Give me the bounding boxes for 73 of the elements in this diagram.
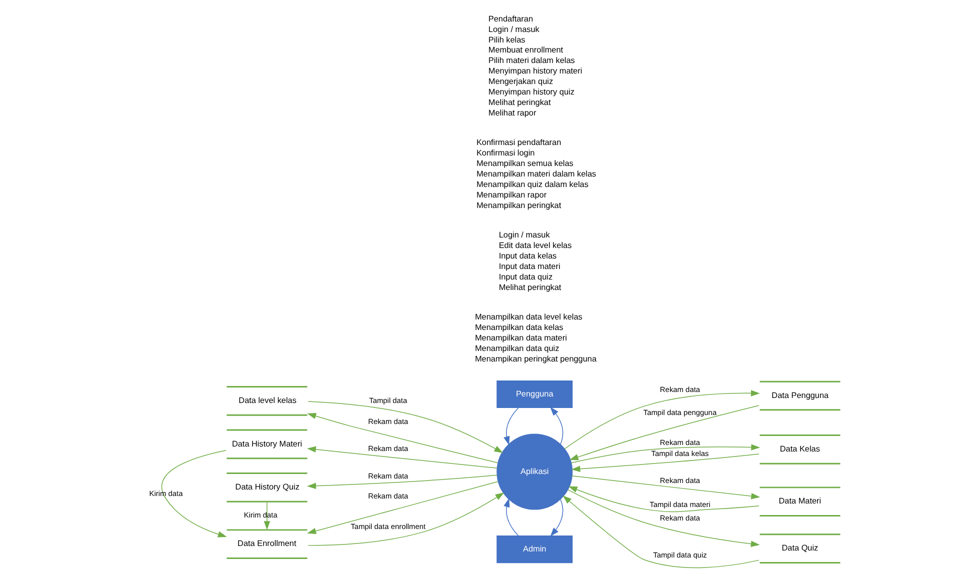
node-text: Data History Materi xyxy=(231,439,302,448)
arrow xyxy=(571,476,760,500)
edge-label: Tampil data materi xyxy=(649,500,710,509)
edge-label: Rekam data xyxy=(659,513,700,522)
arrow xyxy=(306,474,497,489)
arrow xyxy=(568,486,759,512)
arrow xyxy=(263,502,270,530)
arrow xyxy=(564,390,760,450)
edge-label: Tampil data kelas xyxy=(650,449,708,458)
label: Menampilkan quiz dalam kelas xyxy=(476,180,588,189)
label: Menampilkan rapor xyxy=(476,190,546,200)
label: Membuat enrollment xyxy=(488,46,563,55)
label: Melihat peringkat xyxy=(488,98,550,107)
edge-label: Rekam data xyxy=(368,444,408,453)
label: Input data kelas xyxy=(498,251,556,260)
edge-label: Rekam data xyxy=(659,438,700,447)
arrow xyxy=(562,495,759,568)
arrow xyxy=(306,446,498,468)
arrow xyxy=(503,407,518,446)
label: Menampikan peringkat pengguna xyxy=(474,354,596,364)
node-text: Data Enrollment xyxy=(237,539,296,548)
arrow xyxy=(306,481,498,534)
edge-label: Tampil data enrollment xyxy=(350,522,426,532)
node-text: Data Kelas xyxy=(779,444,820,454)
node-text: Data Quiz xyxy=(781,544,818,553)
edge-label: Rekam data xyxy=(659,476,700,485)
label: Menampilkan data level kelas xyxy=(474,312,582,322)
arrow xyxy=(503,498,518,536)
node-text: Data Pengguna xyxy=(771,390,828,400)
edge-label: Kirim data xyxy=(243,510,277,520)
label: Menampilkan semua kelas xyxy=(476,158,573,168)
arrow xyxy=(307,492,504,546)
arrow xyxy=(160,450,226,538)
arrow xyxy=(570,454,759,472)
label: Menampilkan data kelas xyxy=(474,322,563,332)
label: Pilih kelas xyxy=(488,35,525,44)
node-box: Admin xyxy=(496,536,572,564)
label: Melihat peringkat xyxy=(498,282,561,292)
edge-label: Tampil data xyxy=(368,396,407,406)
label: Login / masuk xyxy=(488,24,539,34)
label: Pilih materi dalam kelas xyxy=(488,56,574,66)
label: Konfirmasi pendaftaran xyxy=(476,138,561,148)
edge-label: Tampil data quiz xyxy=(652,550,706,560)
label: Login / masuk xyxy=(498,230,550,240)
arrow xyxy=(550,406,563,445)
arrow xyxy=(550,498,563,537)
arrow xyxy=(568,405,759,460)
label: Edit data level kelas xyxy=(498,240,572,250)
label: Pendaftaran xyxy=(488,14,533,24)
arrow xyxy=(570,444,760,464)
label: Menampilkan data quiz xyxy=(474,344,559,353)
label: Menyimpan history quiz xyxy=(488,87,574,96)
label: Menampilkan materi dalam kelas xyxy=(476,169,596,178)
node-text: Data Materi xyxy=(778,496,821,506)
label: Input data quiz xyxy=(498,272,552,282)
node-box: Pengguna xyxy=(496,380,572,408)
arrow xyxy=(307,401,503,454)
label: Melihat rapor xyxy=(488,108,536,118)
label: Menampilkan data materi xyxy=(474,333,566,342)
edge-label: Rekam data xyxy=(368,417,408,426)
edge-label: Tampil data pengguna xyxy=(642,408,716,418)
label: Mengerjakan quiz xyxy=(488,76,553,86)
edge-label: Rekam data xyxy=(659,385,700,394)
edge-label: Rekam data xyxy=(368,471,408,480)
label: Input data materi xyxy=(498,262,560,271)
label: Menampilkan peringkat xyxy=(476,200,561,210)
label: Konfirmasi login xyxy=(476,148,534,158)
label: Menyimpan history materi xyxy=(488,66,582,76)
arrow xyxy=(306,412,498,464)
arrow xyxy=(566,489,760,547)
edge-label: Rekam data xyxy=(368,492,408,501)
node-text: Data History Quiz xyxy=(234,482,299,492)
node-text: Data level kelas xyxy=(238,396,296,406)
